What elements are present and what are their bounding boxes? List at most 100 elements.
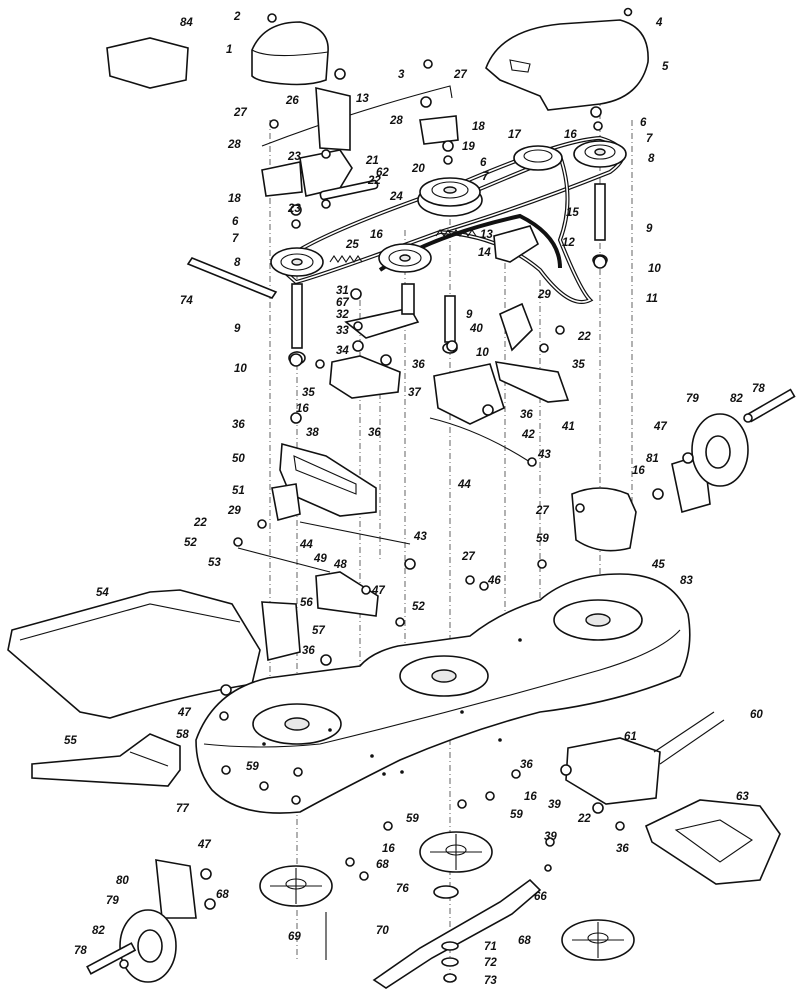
bracket-12 [493, 225, 540, 263]
callout-label: 14 [478, 247, 491, 259]
callout-label: 71 [484, 941, 497, 953]
callout-label: 42 [521, 429, 535, 441]
link-24 [319, 179, 379, 201]
callout-label: 13 [356, 93, 369, 105]
callout-label: 68 [216, 889, 229, 901]
belt-cover-right-5 [485, 19, 649, 111]
callout-label: 22 [577, 331, 591, 343]
callout-label: 21 [365, 155, 379, 167]
callout-label: 8 [648, 153, 655, 165]
callout-label: 6 [480, 157, 487, 169]
callout-label: 59 [406, 813, 419, 825]
callout-label: 82 [92, 925, 105, 937]
callout-label: 7 [482, 171, 489, 183]
callout-label: 8 [234, 257, 241, 269]
callout-label: 16 [382, 843, 395, 855]
callout-label: 16 [564, 129, 577, 141]
bracket-51 [271, 483, 301, 522]
bracket-26 [315, 86, 351, 151]
callout-label: 22 [193, 517, 207, 529]
bracket-61 [565, 737, 661, 805]
deck-spindle-mounts [252, 599, 643, 745]
callout-label: 11 [646, 293, 658, 305]
callout-label: 67 [336, 297, 349, 309]
callout-label: 40 [469, 323, 483, 335]
idler-arm-32 [344, 307, 420, 339]
callout-label: 79 [686, 393, 699, 405]
gauge-wheel-left-79 [86, 909, 177, 983]
callout-label: 81 [646, 453, 659, 465]
callout-label: 36 [520, 409, 533, 421]
belt-cover-left-1 [251, 21, 329, 86]
callout-label: 16 [370, 229, 383, 241]
small-hardware [119, 59, 753, 969]
callout-label: 59 [246, 761, 259, 773]
bracket-21 [299, 149, 353, 197]
bracket-50 [279, 442, 377, 517]
post-67 [401, 283, 415, 315]
callout-label: 51 [232, 485, 245, 497]
callout-label: 52 [412, 601, 425, 613]
callout-label: 32 [336, 309, 349, 321]
callout-label: 47 [197, 839, 211, 851]
bracket-48 [315, 571, 379, 617]
spindle-9-left [288, 283, 306, 365]
mower-blade-70 [372, 878, 542, 989]
deck-bolt-holes [262, 638, 522, 776]
callout-label: 74 [180, 295, 193, 307]
callout-label: 68 [518, 935, 531, 947]
callout-label: 27 [535, 505, 549, 517]
idler-pulley-17 [513, 145, 563, 171]
callout-label: 46 [487, 575, 501, 587]
callout-label: 1 [226, 44, 232, 56]
callout-label: 16 [524, 791, 537, 803]
bracket-40 [499, 302, 533, 352]
callout-label: 9 [466, 309, 473, 321]
callout-label: 62 [376, 167, 389, 179]
callout-label: 59 [510, 809, 523, 821]
bracket-plate-84 [106, 37, 189, 89]
callout-label: 50 [232, 453, 245, 465]
callout-label: 72 [484, 957, 497, 969]
pulley-center-16 [378, 243, 432, 273]
callout-label: 13 [480, 229, 493, 241]
callout-label: 35 [572, 359, 585, 371]
callout-label: 18 [472, 121, 485, 133]
blade-adapter-68-center [419, 831, 493, 873]
callout-label: 3 [398, 69, 405, 81]
callout-label: 6 [232, 216, 239, 228]
callout-label: 16 [296, 403, 309, 415]
callout-label: 43 [537, 449, 551, 461]
callout-label: 9 [234, 323, 241, 335]
callout-label: 2 [233, 11, 241, 23]
callout-label: 27 [453, 69, 467, 81]
spring-25 [329, 255, 363, 263]
callout-label: 36 [302, 645, 315, 657]
rod-74 [186, 257, 278, 299]
bracket-56 [261, 601, 301, 661]
rod-3 [261, 85, 453, 147]
rod-44-lower [299, 521, 411, 545]
callout-label: 44 [299, 539, 313, 551]
callout-label: 35 [302, 387, 315, 399]
gauge-wheel-right-79 [691, 388, 796, 487]
callout-label: 84 [180, 17, 193, 29]
blade-hardware-71-73 [441, 941, 459, 983]
callout-label: 68 [376, 859, 389, 871]
callout-label: 16 [632, 465, 645, 477]
callout-label: 38 [306, 427, 319, 439]
callout-label: 10 [476, 347, 489, 359]
discharge-chute-54 [7, 589, 261, 719]
blade-adapter-68-left [259, 865, 333, 907]
callout-label: 61 [624, 731, 637, 743]
callout-label: 4 [655, 17, 663, 29]
callout-label: 44 [457, 479, 471, 491]
callout-label: 7 [232, 233, 239, 245]
callout-label: 41 [561, 421, 575, 433]
callout-label: 33 [336, 325, 349, 337]
callout-label: 69 [288, 931, 301, 943]
callout-label: 20 [411, 163, 425, 175]
callout-label: 59 [536, 533, 549, 545]
callout-label: 47 [177, 707, 191, 719]
